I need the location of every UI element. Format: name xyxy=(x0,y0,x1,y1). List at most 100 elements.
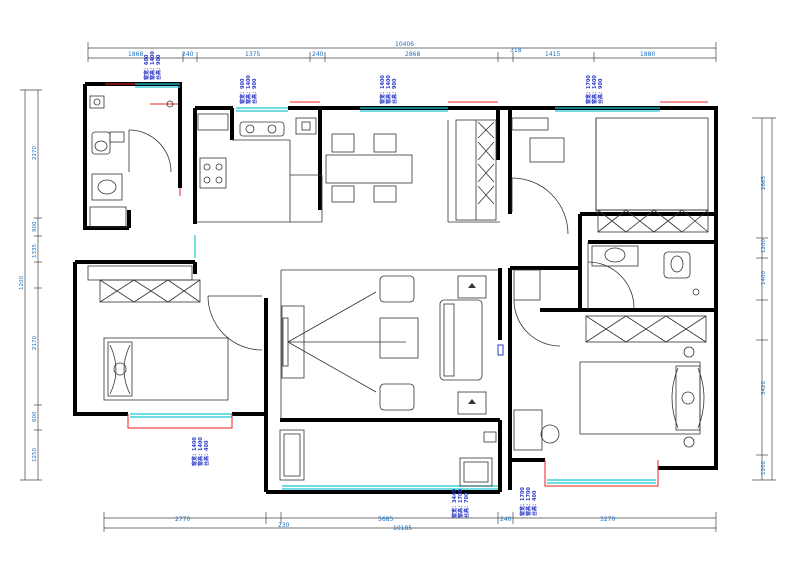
se-window-w: 窗宽：1700 xyxy=(519,487,526,516)
toilet-icon xyxy=(91,131,111,155)
top-dim-6: 318 xyxy=(510,47,522,54)
dining-window-s: 台高：900 xyxy=(391,78,398,104)
bottom-dim-5: 3270 xyxy=(600,516,615,523)
living-window-h: 窗高：1700 xyxy=(457,489,464,518)
ne-bedroom xyxy=(511,117,709,235)
top-dim-2: 240 xyxy=(182,51,194,58)
shoe-cabinet xyxy=(279,429,305,481)
top-dim-4: 240 xyxy=(312,51,324,58)
se-window-h: 窗高：1700 xyxy=(525,487,532,516)
svg-text:台高：400: 台高：400 xyxy=(531,490,538,516)
dining-window-w: 窗宽：1400 xyxy=(379,75,386,104)
top-dim-1: 1868 xyxy=(128,51,143,58)
w-window-h: 窗高：1400 xyxy=(197,437,204,466)
svg-text:窗高：1400: 窗高：1400 xyxy=(149,51,156,80)
bathroom-fixtures xyxy=(89,95,174,228)
left-dimension-chain: 2270 900 1335 1200 2170 600 1250 xyxy=(19,89,42,481)
right-dim-4: 3420 xyxy=(761,381,767,395)
sink-icon xyxy=(591,245,639,267)
bath-window-w: 窗宽：600 xyxy=(143,54,150,80)
toilet-icon xyxy=(663,251,691,279)
svg-text:窗高：1400: 窗高：1400 xyxy=(591,75,598,104)
svg-text:台高：700: 台高：700 xyxy=(463,492,470,518)
svg-text:窗宽：3440: 窗宽：3440 xyxy=(451,489,458,518)
svg-text:窗高：1400: 窗高：1400 xyxy=(197,437,204,466)
chair-icon xyxy=(331,185,355,203)
chair-icon xyxy=(331,133,355,153)
ne-window-h: 窗高：1400 xyxy=(591,75,598,104)
kitchen-fixtures xyxy=(197,113,317,189)
svg-text:窗宽：1400: 窗宽：1400 xyxy=(191,437,198,466)
sink-icon xyxy=(91,173,123,201)
top-dim-5: 2868 xyxy=(405,51,420,58)
svg-text:窗宽：600: 窗宽：600 xyxy=(143,54,150,80)
left-dim-4: 1200 xyxy=(19,276,25,290)
bath-window-h: 窗高：1400 xyxy=(149,51,156,80)
svg-text:台高：900: 台高：900 xyxy=(251,78,258,104)
kitchen-window-h: 窗高：1400 xyxy=(245,75,252,104)
svg-text:窗高：1400: 窗高：1400 xyxy=(245,75,252,104)
living-window-s: 台高：700 xyxy=(463,492,470,518)
window-labels: 窗宽：600 窗高：1400 台高：900 窗宽：900 窗高：1400 台高：… xyxy=(143,51,604,518)
svg-text:窗宽：1700: 窗宽：1700 xyxy=(585,75,592,104)
kitchen-window-s: 台高：900 xyxy=(251,78,258,104)
living-room xyxy=(279,275,504,487)
living-window-w: 窗宽：3440 xyxy=(451,489,458,518)
dining-window-h: 窗高：1400 xyxy=(385,75,392,104)
right-dim-5: 1200 xyxy=(761,461,767,475)
w-bedroom xyxy=(87,265,263,401)
ne-window-s: 台高：900 xyxy=(597,78,604,104)
se-window-s: 台高：400 xyxy=(531,490,538,516)
top-total-dim: 10406 xyxy=(395,41,414,48)
top-dimension-chain: 10406 1868 240 1375 240 2868 318 1415 18… xyxy=(87,41,717,62)
svg-text:台高：900: 台高：900 xyxy=(391,78,398,104)
svg-text:台高：900: 台高：900 xyxy=(155,54,162,80)
bed-icon xyxy=(103,337,229,401)
bath-window-s: 台高：900 xyxy=(155,54,162,80)
armchair-icon xyxy=(379,383,415,411)
sofa-icon xyxy=(439,299,483,381)
svg-text:窗宽：900: 窗宽：900 xyxy=(239,78,246,104)
left-dim-3: 1335 xyxy=(32,244,38,258)
dining-table xyxy=(325,154,413,184)
bottom-dim-2: 230 xyxy=(278,522,290,529)
side-table xyxy=(457,275,487,299)
fridge-icon xyxy=(197,113,229,131)
desk-chair-icon xyxy=(529,137,565,163)
kitchen-window-w: 窗宽：900 xyxy=(239,78,246,104)
right-dim-1: 2865 xyxy=(761,176,767,190)
top-dim-3: 1375 xyxy=(245,51,260,58)
right-dimension-chain: 2865 1200 1400 3420 1200 xyxy=(752,117,776,481)
se-bedroom xyxy=(513,269,707,451)
svg-text:窗高：1400: 窗高：1400 xyxy=(385,75,392,104)
bottom-dim-1: 2770 xyxy=(175,516,190,523)
right-dim-2: 1200 xyxy=(761,239,767,253)
wardrobe xyxy=(595,117,709,211)
walls xyxy=(73,82,718,494)
wardrobe xyxy=(99,279,201,303)
bottom-total-dim: 10185 xyxy=(393,525,412,532)
svg-text:台高：900: 台高：900 xyxy=(597,78,604,104)
left-dim-5: 2170 xyxy=(32,336,38,350)
svg-text:窗高：1700: 窗高：1700 xyxy=(525,487,532,516)
side-table xyxy=(457,391,487,415)
left-dim-1: 2270 xyxy=(32,146,38,160)
armchair-icon xyxy=(379,275,415,303)
w-window-s: 台高：400 xyxy=(203,440,210,466)
wardrobe xyxy=(585,315,707,343)
coffee-table xyxy=(379,317,419,359)
chair-icon xyxy=(373,133,397,153)
w-window-w: 窗宽：1400 xyxy=(191,437,198,466)
left-dim-7: 1250 xyxy=(32,448,38,462)
ne-window-w: 窗宽：1700 xyxy=(585,75,592,104)
dining-set xyxy=(325,119,497,221)
bottom-dim-3: 5685 xyxy=(378,516,393,523)
bottom-dim-4: 240 xyxy=(500,516,512,523)
left-dim-6: 600 xyxy=(32,411,38,422)
svg-text:窗宽：1400: 窗宽：1400 xyxy=(379,75,386,104)
stove-icon xyxy=(199,157,227,189)
svg-text:窗宽：1700: 窗宽：1700 xyxy=(519,487,526,516)
right-dim-3: 1400 xyxy=(761,271,767,285)
kitchen-sink-icon xyxy=(239,121,285,137)
